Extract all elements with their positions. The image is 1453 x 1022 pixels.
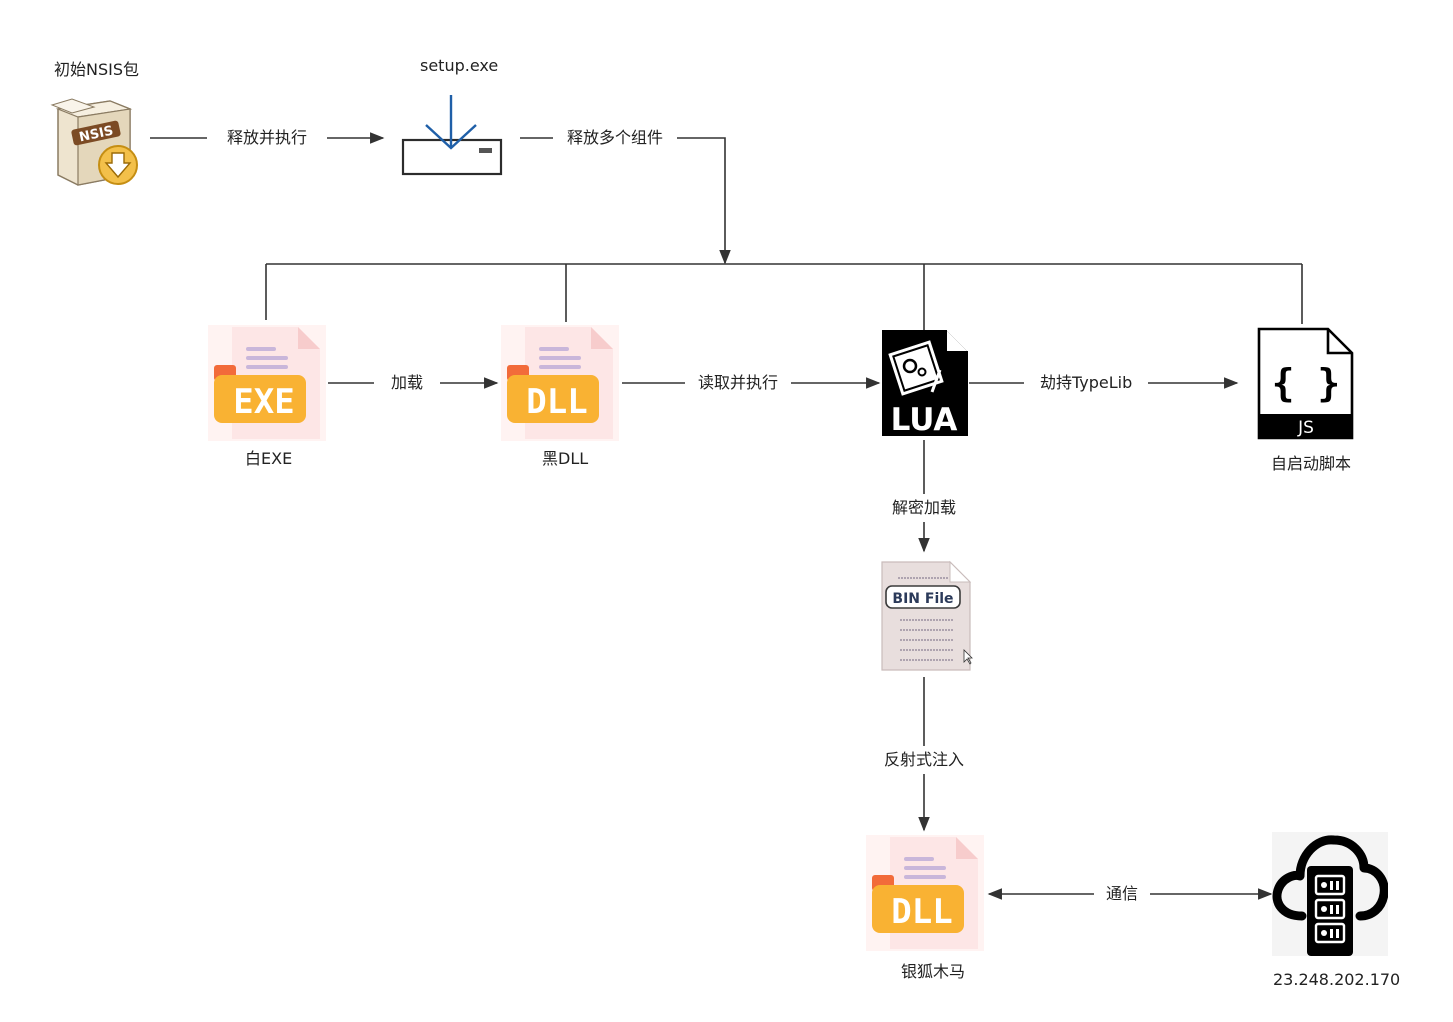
dll-fox-icon-text: DLL xyxy=(891,892,952,932)
js-icon-text: JS xyxy=(1297,418,1314,438)
edge-label-hijack: 劫持TypeLib xyxy=(1024,373,1149,393)
exe-caption: 白EXE xyxy=(245,449,293,468)
nsis-package-icon: NSIS xyxy=(50,98,138,186)
edge-label-read-exec: 读取并执行 xyxy=(685,373,792,393)
lua-icon-text: LUA xyxy=(891,402,958,438)
js-braces-text: { } xyxy=(1272,361,1341,405)
edge-label-release-exec: 释放并执行 xyxy=(207,128,328,148)
js-caption: 自启动脚本 xyxy=(1271,454,1352,473)
nsis-icon-text: NSIS xyxy=(78,124,115,146)
setup-caption: setup.exe xyxy=(420,56,499,75)
dll-black-icon-text: DLL xyxy=(526,382,587,422)
edge-label-comm: 通信 xyxy=(1094,884,1151,904)
js-file-icon: { } JS xyxy=(1257,327,1354,440)
dll-black-caption: 黑DLL xyxy=(542,449,589,468)
cloud-server-icon xyxy=(1272,832,1388,956)
setup-download-icon xyxy=(401,95,503,176)
dll-fox-file-icon: DLL xyxy=(866,835,984,951)
bin-file-icon: BIN File xyxy=(881,560,973,671)
exe-file-icon: EXE xyxy=(208,325,326,441)
dll-fox-caption: 银狐木马 xyxy=(901,962,966,981)
edge-release-components-line xyxy=(520,137,731,265)
lua-file-icon: LUA xyxy=(882,330,968,438)
edge-label-reflective: 反射式注入 xyxy=(876,746,973,774)
edge-label-decrypt-load: 解密加载 xyxy=(886,494,963,522)
nsis-caption: 初始NSIS包 xyxy=(54,60,140,79)
edge-label-release-components: 释放多个组件 xyxy=(553,128,678,148)
edge-label-load: 加载 xyxy=(374,373,441,393)
c2-ip-caption: 23.248.202.170 xyxy=(1273,970,1401,989)
bin-icon-text: BIN File xyxy=(892,591,953,607)
exe-icon-text: EXE xyxy=(233,382,294,422)
dll-black-file-icon: DLL xyxy=(501,325,619,441)
